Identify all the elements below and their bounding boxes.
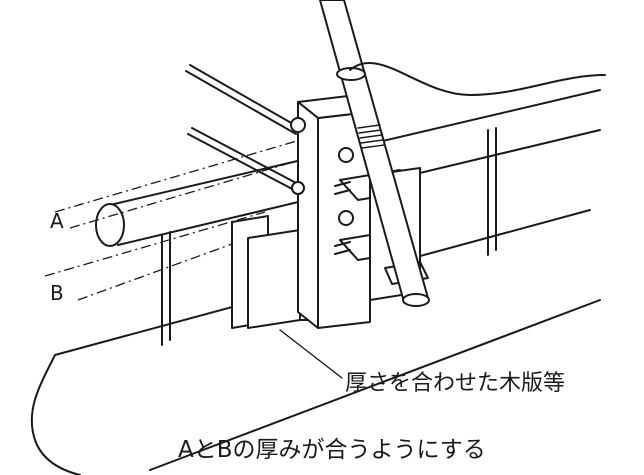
wood-board-front	[247, 229, 301, 329]
bracket-side-face	[297, 101, 319, 329]
bolt-4	[291, 181, 305, 195]
mast-thread-4	[360, 139, 384, 144]
mast-thread-2	[358, 129, 382, 134]
antenna-cable	[349, 62, 606, 96]
mast-thread-3	[359, 134, 383, 139]
alignment-line-a-upper	[54, 139, 301, 213]
mast-thread-5	[361, 144, 385, 149]
threaded-rod-upper	[189, 64, 301, 129]
bolt-1	[290, 117, 306, 133]
threaded-rod-lower	[191, 127, 301, 186]
bolt-2	[338, 147, 354, 163]
mast-thread-1	[357, 124, 381, 129]
threaded-rod-lower-b	[187, 133, 297, 192]
threaded-rod-upper-b	[185, 70, 297, 135]
instruction-text: AとBの厚みが合うようにする	[178, 437, 486, 463]
rail-base-bottom-edge	[149, 299, 601, 471]
clamp-nut-upper	[334, 181, 351, 195]
label-a: A	[50, 209, 64, 233]
pipe-end	[95, 203, 125, 247]
bolt-3	[338, 210, 354, 226]
mast-bottom-cap	[402, 293, 430, 307]
clamp-nut-lower	[334, 241, 351, 255]
wood-board-label: 厚さを合わせた木版等	[345, 371, 566, 396]
label-b: B	[50, 281, 64, 305]
alignment-line-b-upper	[44, 211, 266, 277]
rail-base-wavy-end	[30, 354, 81, 475]
leader-line	[279, 329, 343, 379]
